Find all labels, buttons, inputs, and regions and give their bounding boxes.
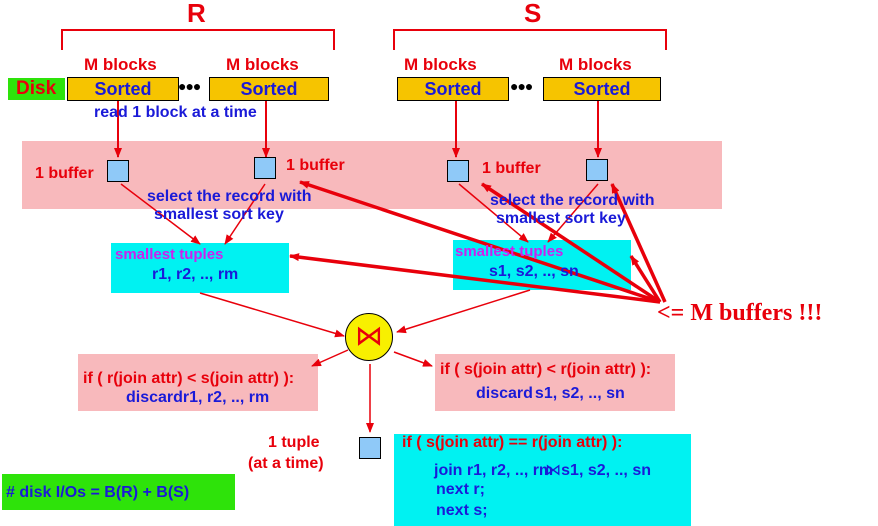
s-smallest-title: smallest tuples — [455, 243, 564, 260]
r-left-buffer — [107, 160, 129, 182]
smallest-r-panel — [111, 243, 289, 293]
right-case-tuples: s1, s2, .., sn — [534, 385, 625, 402]
r-select-note-line2: smallest sort key — [154, 206, 284, 223]
s-right-blocks-label: M blocks — [559, 55, 632, 74]
r-smallest-title: smallest tuples — [115, 246, 224, 263]
read-block-note: read 1 block at a time — [94, 104, 257, 121]
join-operator-symbol: ⋈ — [355, 319, 383, 352]
disk-label: Disk — [16, 78, 57, 99]
r-right-blocks-label: M blocks — [226, 55, 299, 74]
disk-label-box — [8, 78, 65, 100]
join-operator — [345, 313, 393, 361]
equal-case-next-r: next r; — [436, 481, 485, 498]
s-left-buffer-label: 1 buffer — [482, 160, 541, 177]
r-left-blocks-label: M blocks — [84, 55, 157, 74]
disk-io-cost-box — [2, 474, 235, 510]
arrow-r-right-to-smallest — [224, 183, 266, 245]
s-smallest-values: s1, s2, .., sn — [489, 263, 579, 280]
equal-case-r-tuples: r1, r2, .., rm — [466, 462, 554, 479]
r-bracket — [61, 29, 335, 50]
r-select-note-line1: select the record with — [147, 188, 312, 205]
arrow-join-to-left-case — [311, 349, 349, 367]
arrow-mbuf-5 — [629, 255, 662, 303]
arrow-mbuf-3 — [610, 183, 667, 303]
tuple-note-line2: (at a time) — [248, 455, 324, 472]
equal-case-s-tuples: s1, s2, .., sn — [561, 462, 651, 479]
r-left-buffer-label: 1 buffer — [35, 165, 94, 182]
s-select-note-line1: select the record with — [490, 192, 655, 209]
equal-case-join-glyph: ⋈ — [545, 460, 562, 479]
arrow-s-smallest-to-join — [396, 289, 531, 334]
relation-r-label: R — [187, 0, 206, 28]
s-select-note-line2: smallest sort key — [496, 210, 626, 227]
s-right-sorted-block: Sorted — [543, 77, 661, 101]
s-ellipsis-dots: ●●● — [510, 78, 533, 94]
equal-case-next-s: next s; — [436, 502, 488, 519]
s-left-buffer — [447, 160, 469, 182]
right-case-panel — [435, 354, 675, 411]
equal-case-join-keyword: join — [434, 462, 463, 479]
s-right-buffer — [586, 159, 608, 181]
left-case-tuples: r1, r2, .., rm — [182, 389, 270, 406]
arrow-s-left-to-smallest — [458, 183, 529, 243]
equal-case-join-line: join r1, r2, .., rm⋈s1, s2, .., sn — [434, 460, 651, 480]
s-left-sorted-block: Sorted — [397, 77, 509, 101]
r-left-sorted-block: Sorted — [67, 77, 179, 101]
r-ellipsis-dots: ●●● — [178, 78, 201, 94]
output-tuple-buffer — [359, 437, 381, 459]
equal-case-condition: if ( s(join attr) == r(join attr) ): — [402, 434, 623, 451]
right-case-discard: discard — [476, 385, 533, 402]
left-case-discard: discard — [126, 389, 183, 406]
s-bracket — [393, 29, 667, 50]
disk-io-cost: # disk I/Os = B(R) + B(S) — [6, 484, 190, 501]
left-case-condition: if ( r(join attr) < s(join attr) ): — [83, 370, 295, 387]
s-left-blocks-label: M blocks — [404, 55, 477, 74]
left-case-action-line: discardr1, r2, .., rm — [126, 389, 269, 407]
m-buffers-note: <= M buffers !!! — [657, 300, 823, 326]
left-case-panel — [78, 354, 318, 411]
arrow-r-left-to-smallest — [120, 183, 201, 245]
r-right-buffer-label: 1 buffer — [286, 157, 345, 174]
arrow-mbuf-4 — [289, 253, 661, 304]
relation-s-label: S — [524, 0, 542, 28]
r-right-buffer — [254, 157, 276, 179]
tuple-note-line1: 1 tuple — [268, 434, 320, 451]
arrow-r-smallest-to-join — [199, 292, 345, 338]
arrow-mbuf-2 — [481, 182, 661, 304]
r-smallest-values: r1, r2, .., rm — [152, 266, 239, 283]
r-right-sorted-block: Sorted — [209, 77, 329, 101]
arrow-join-to-right-case — [393, 351, 433, 367]
right-case-condition: if ( s(join attr) < r(join attr) ): — [440, 361, 652, 378]
arrow-mbuf-1 — [299, 180, 661, 304]
equal-case-panel — [394, 434, 691, 526]
